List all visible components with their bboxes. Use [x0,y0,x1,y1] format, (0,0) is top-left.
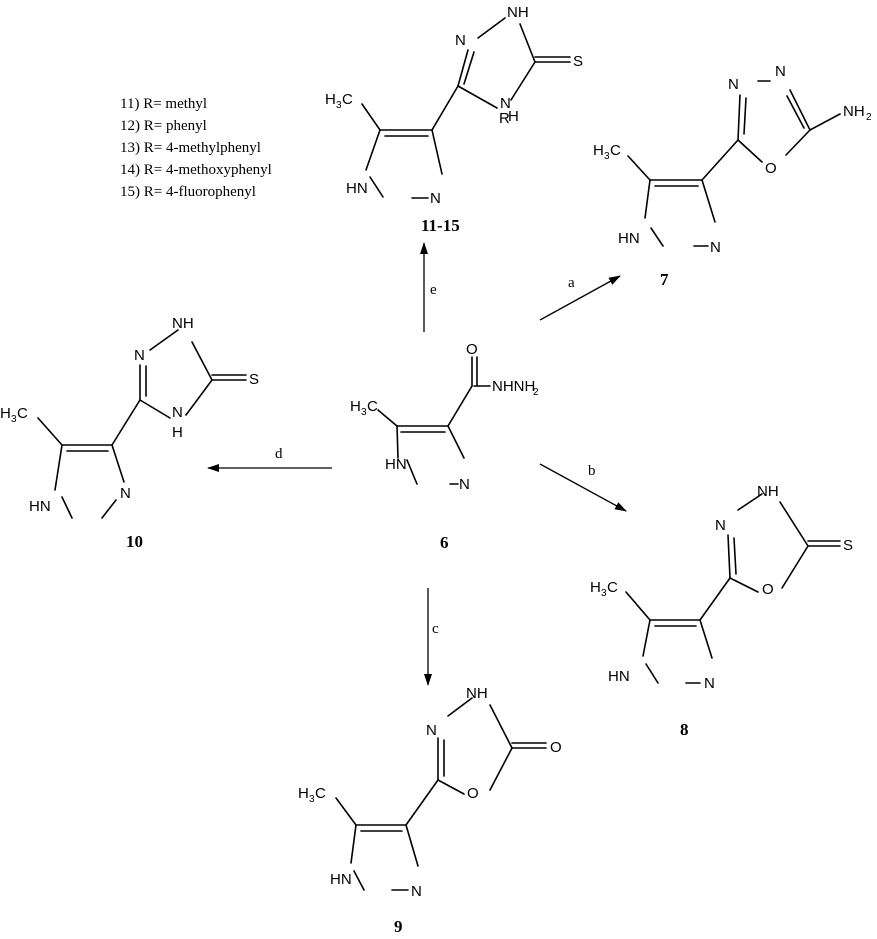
atom-label-h: H [325,91,336,108]
compound-8-structure: HN N H 3 C N NH O S 8 [590,483,853,739]
atom-label-n: N [411,883,422,900]
atom-label-nh: NH [507,4,529,21]
reaction-arrows: e a b d c [207,242,627,686]
atom-label-c: C [607,579,618,596]
compound-11-15-structure: HN N H 3 C N NH N H R S 11-15 [325,4,583,235]
atom-label-nh: NH [757,483,779,500]
atom-label-c: C [367,398,378,415]
compound-6-structure: HN N H 3 C O NHNH 2 6 [350,341,539,552]
arrow-b [539,463,627,512]
atom-label-h: H [350,398,361,415]
atom-label-c: C [17,405,28,422]
atom-label-hn: HN [346,180,368,197]
atom-label-hn: HN [330,871,352,888]
atom-label-hn: HN [618,230,640,247]
atom-label-n: N [426,722,437,739]
atom-subscript: 3 [601,588,607,599]
r-list-item: 12) R= phenyl [120,118,207,134]
atom-label-o: O [765,160,777,177]
atom-label-c: C [610,142,621,159]
atom-subscript: 2 [533,387,539,398]
compound-label-9: 9 [394,917,403,936]
compound-7-structure: HN N H 3 C O N N NH 2 7 [593,63,872,289]
atom-label-hn: HN [608,668,630,685]
compound-label-11-15: 11-15 [421,216,460,235]
atom-label-o: O [550,739,562,756]
atom-label-o: O [762,581,774,598]
atom-label-nh: NH [172,315,194,332]
atom-label-nh: NH [466,685,488,702]
atom-label-hn: HN [385,456,407,473]
atom-subscript: 3 [336,100,342,111]
r-substituent-list: 11) R= methyl 12) R= phenyl 13) R= 4-met… [120,96,272,200]
atom-label-h: H [172,424,183,441]
condition-label-c: c [432,621,439,637]
compound-label-8: 8 [680,720,689,739]
atom-label-h: H [593,142,604,159]
atom-subscript: 3 [361,407,367,418]
atom-label-r: R [499,110,510,127]
atom-subscript: 3 [309,794,315,805]
arrow-a [539,275,621,321]
atom-subscript: 3 [604,151,610,162]
atom-label-o: O [467,785,479,802]
condition-label-e: e [430,282,437,298]
compound-label-10: 10 [126,532,143,551]
r-list-item: 14) R= 4-methoxyphenyl [120,162,272,178]
atom-label-s: S [843,537,853,554]
compound-label-6: 6 [440,533,449,552]
atom-label-h: H [298,785,309,802]
atom-label-c: C [342,91,353,108]
compound-label-7: 7 [660,270,669,289]
compound-10-structure: HN N H 3 C N NH N H S 10 [0,315,259,551]
atom-label-n: N [500,95,511,112]
atom-label-n: N [459,476,470,493]
atom-subscript: 3 [11,414,17,425]
condition-label-b: b [588,463,596,479]
condition-label-d: d [275,446,283,462]
atom-label-nhnh: NHNH [492,378,535,395]
atom-label-n: N [715,517,726,534]
atom-label-hn: HN [29,498,51,515]
atom-label-nh: NH [843,103,865,120]
atom-label-n: N [775,63,786,80]
atom-label-n: N [728,76,739,93]
r-list-item: 13) R= 4-methylphenyl [120,140,261,156]
atom-label-h: H [508,108,519,125]
compound-9-structure: HN N H 3 C N NH O O 9 [298,685,562,936]
atom-label-s: S [573,53,583,70]
atom-label-n: N [134,347,145,364]
r-list-item: 11) R= methyl [120,96,207,112]
atom-label-n: N [120,485,131,502]
condition-label-a: a [568,275,575,291]
atom-label-n: N [455,32,466,49]
atom-label-h: H [0,405,11,422]
atom-label-n: N [430,190,441,207]
atom-subscript: 2 [866,112,872,123]
atom-label-n: N [710,239,721,256]
atom-label-n: N [172,404,183,421]
atom-label-s: S [249,371,259,388]
atom-label-c: C [315,785,326,802]
atom-label-n: N [704,675,715,692]
atom-label-o: O [466,341,478,358]
atom-label-h: H [590,579,601,596]
r-list-item: 15) R= 4-fluorophenyl [120,184,256,200]
